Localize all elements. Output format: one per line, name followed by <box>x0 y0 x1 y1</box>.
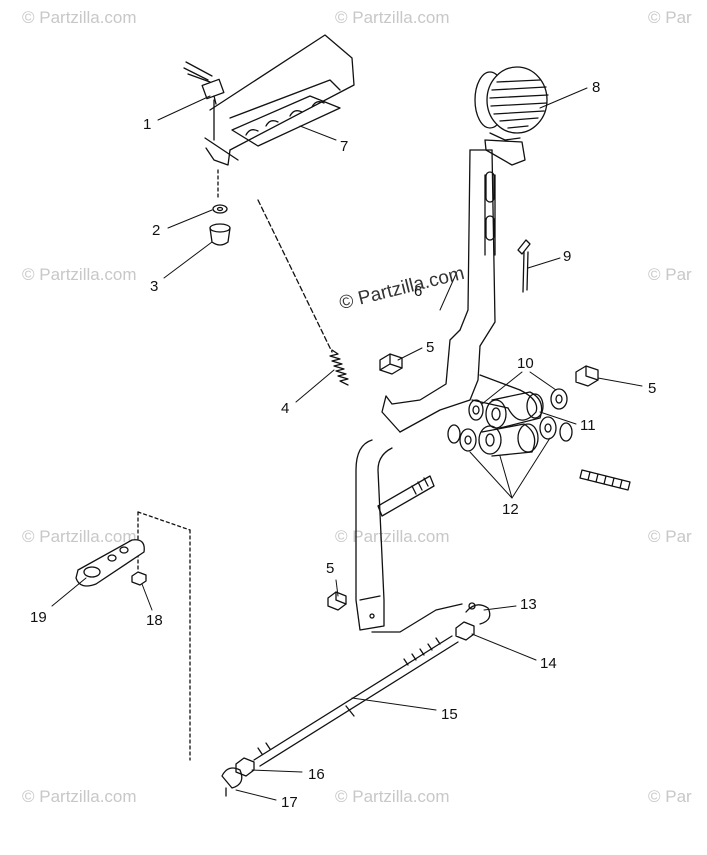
bumper-part-3 <box>209 223 231 246</box>
callout-11: 11 <box>580 417 596 434</box>
brake-rod <box>253 635 459 767</box>
callout-10: 10 <box>517 355 534 372</box>
watermark-right-upper: © Par <box>648 265 692 284</box>
callout-4: 4 <box>281 400 289 417</box>
callout-8: 8 <box>592 79 600 96</box>
nut-lower <box>327 591 347 611</box>
callout-13: 13 <box>520 596 537 613</box>
watermark-left-mid: © Partzilla.com <box>22 527 137 546</box>
leader-lines <box>51 87 643 801</box>
watermark-top-left: © Partzilla.com <box>22 8 137 27</box>
pivot-assembly <box>377 388 631 517</box>
watermark-top-right: © Par <box>648 8 692 27</box>
watermark-center-mid: © Partzilla.com <box>335 527 450 546</box>
nut-part-18 <box>131 571 147 586</box>
callout-1: 1 <box>143 116 151 133</box>
callout-5-b: 5 <box>648 380 656 397</box>
callout-labels: 1 2 3 4 5 5 5 7 8 9 10 11 12 13 14 15 16… <box>30 79 656 811</box>
nut-right <box>575 365 599 387</box>
watermark-bottom-center: © Partzilla.com <box>335 787 450 806</box>
callout-9: 9 <box>563 248 571 265</box>
callout-14: 14 <box>540 655 557 672</box>
callout-18: 18 <box>146 612 163 629</box>
washer-part-2 <box>212 204 228 214</box>
floor-panel <box>204 34 355 166</box>
callout-5-c: 5 <box>326 560 334 577</box>
return-spring <box>329 349 349 386</box>
nut-upper <box>379 353 403 375</box>
callout-5-a: 5 <box>426 339 434 356</box>
callout-16: 16 <box>308 766 325 783</box>
watermark-bottom-right: © Par <box>648 787 692 806</box>
cotter-pin <box>517 239 531 293</box>
rod-end-upper <box>371 602 491 641</box>
lever-plate <box>75 539 145 587</box>
callout-7: 7 <box>340 138 348 155</box>
pedal-pad <box>474 66 549 141</box>
callout-3: 3 <box>150 278 158 295</box>
watermark-right-mid: © Par <box>648 527 692 546</box>
callout-19: 19 <box>30 609 47 626</box>
brake-switch <box>183 61 225 105</box>
watermark-top-center: © Partzilla.com <box>335 8 450 27</box>
rod-end-lower <box>221 757 255 797</box>
spring-dash-line <box>257 199 333 353</box>
lever-dash-frame <box>137 511 191 761</box>
pedal-arm <box>355 139 538 631</box>
callout-15: 15 <box>441 706 458 723</box>
callout-6: 6 <box>414 283 422 300</box>
callout-2: 2 <box>152 222 160 239</box>
callout-17: 17 <box>281 794 298 811</box>
spring-bracket <box>231 95 341 147</box>
callout-12: 12 <box>502 501 519 518</box>
watermark-bottom-left: © Partzilla.com <box>22 787 137 806</box>
watermark-left-upper: © Partzilla.com <box>22 265 137 284</box>
